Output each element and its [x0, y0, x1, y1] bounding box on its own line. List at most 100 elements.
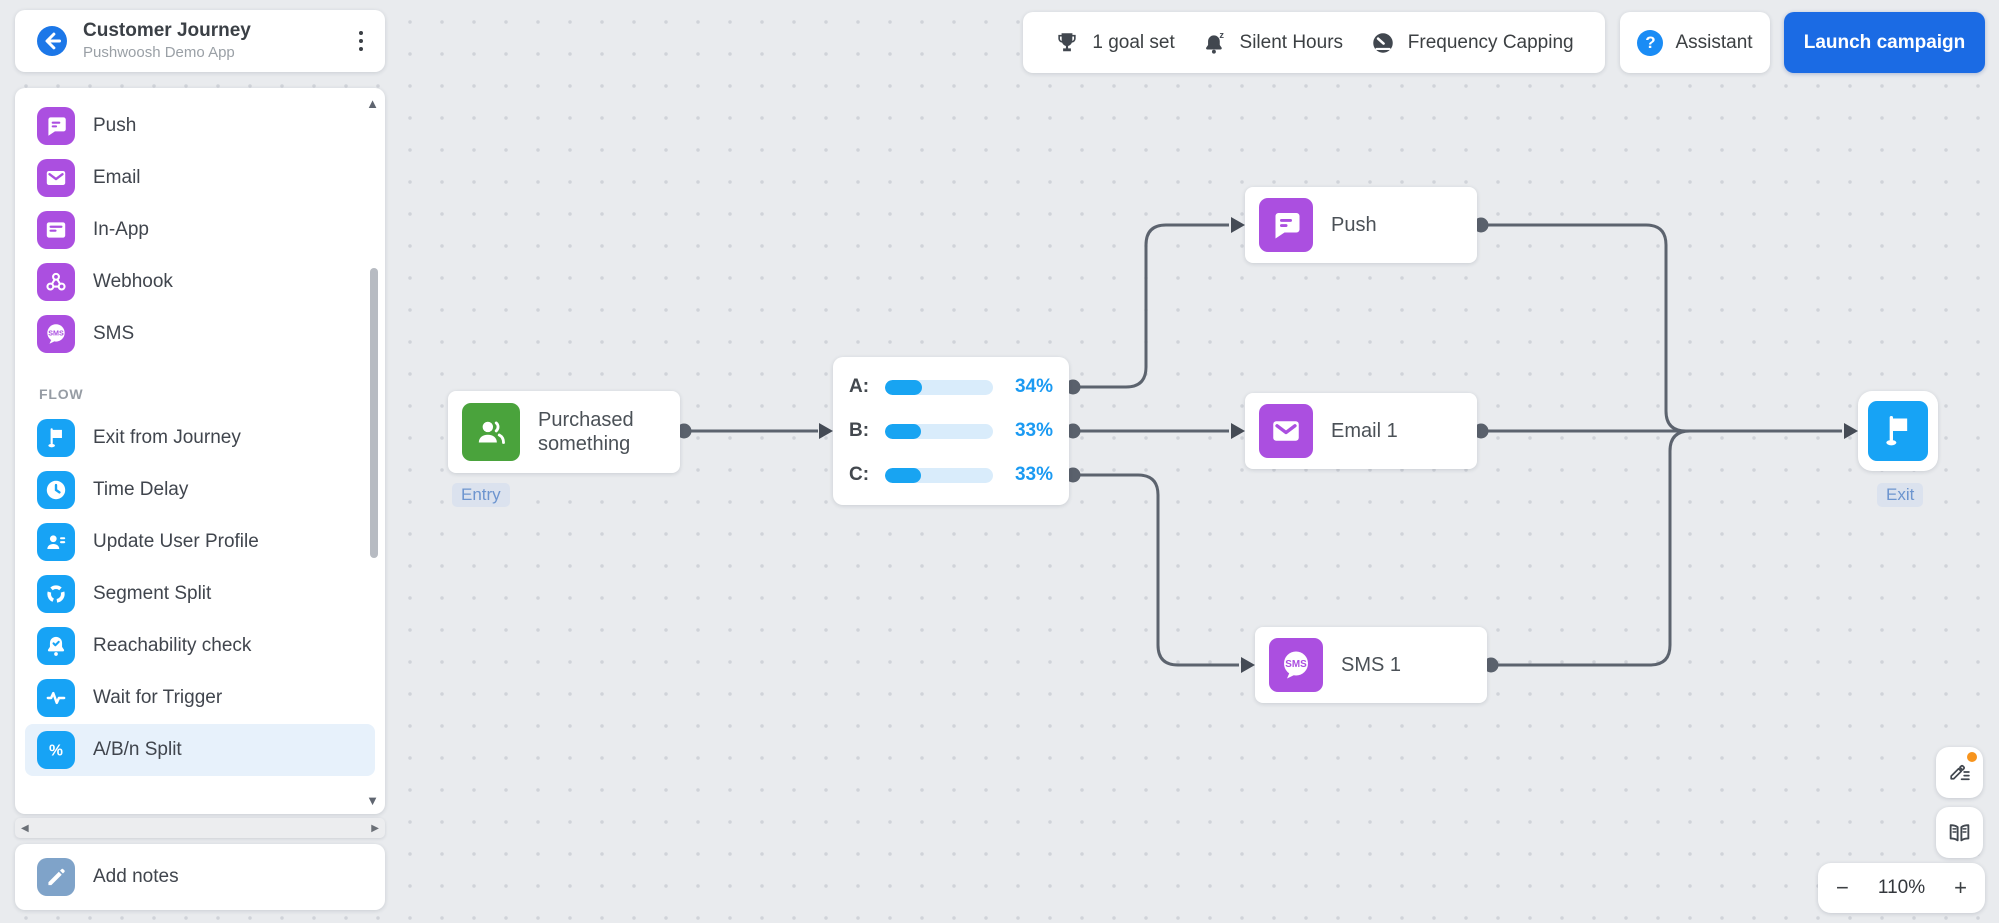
scroll-right-arrow[interactable]: ▶ [371, 822, 379, 834]
split-bar-track [885, 379, 993, 395]
zoom-controls: − 110% + [1818, 863, 1985, 913]
silent-hours-button[interactable]: z Silent Hours [1202, 30, 1343, 56]
sidebar-scroll-up-arrow[interactable]: ▲ [366, 96, 379, 111]
sidebar-label: Webhook [93, 271, 173, 292]
split-bar-track [885, 423, 993, 439]
sidebar-label: Exit from Journey [93, 427, 241, 448]
split-row-c: C: 33% [849, 461, 1053, 489]
split-letter: A: [849, 376, 870, 397]
sidebar-item-segment-split[interactable]: Segment Split [25, 568, 375, 620]
segment-split-icon [37, 575, 75, 613]
add-notes-button[interactable]: Add notes [15, 844, 385, 910]
sidebar-item-wait-for-trigger[interactable]: Wait for Trigger [25, 672, 375, 724]
sidebar-label: In-App [93, 219, 149, 240]
split-bar-fill [885, 379, 922, 395]
clock-icon [37, 471, 75, 509]
bell-sleep-icon: z [1205, 30, 1224, 54]
sidebar-item-email[interactable]: Email [25, 152, 375, 204]
push-node[interactable]: Push [1245, 187, 1477, 263]
split-bar-fill [885, 467, 921, 483]
sms-node-label: SMS 1 [1341, 654, 1402, 676]
sms-icon: SMS [37, 315, 75, 353]
sidebar-label: SMS [93, 323, 135, 344]
sidebar-label: Push [93, 115, 137, 136]
edge-split-c-to-sms [1073, 473, 1239, 667]
sidebar-item-inapp[interactable]: In-App [25, 204, 375, 256]
gauge-icon [1373, 32, 1393, 53]
sidebar-label: Email [93, 167, 141, 188]
sms-icon: SMS [1269, 638, 1323, 692]
split-row-a: A: 34% [849, 373, 1053, 401]
sidebar-item-abn-split[interactable]: % A/B/n Split [25, 724, 375, 776]
sidebar-item-reachability-check[interactable]: Reachability check [25, 620, 375, 672]
sidebar-label: Update User Profile [93, 531, 259, 552]
exit-badge: Exit [1877, 483, 1924, 507]
pencil-list-icon [1950, 764, 1970, 781]
webhook-icon [37, 263, 75, 301]
assistant-label: Assistant [1675, 31, 1753, 53]
exit-node[interactable] [1858, 391, 1938, 471]
edge-arrowheads [819, 217, 1858, 673]
push-chat-icon [1259, 198, 1313, 252]
svg-text:SMS: SMS [48, 330, 64, 338]
pencil-icon [37, 858, 75, 896]
email-icon [1259, 404, 1313, 458]
frequency-capping-button[interactable]: Frequency Capping [1370, 30, 1574, 56]
sidebar-item-time-delay[interactable]: Time Delay [25, 464, 375, 516]
flag-icon [1868, 401, 1928, 461]
zoom-out-button[interactable]: − [1836, 875, 1849, 900]
back-button[interactable] [37, 26, 67, 56]
sidebar-item-push[interactable]: Push [25, 100, 375, 152]
goal-set-button[interactable]: 1 goal set [1054, 30, 1175, 56]
scroll-left-arrow[interactable]: ◀ [21, 822, 29, 834]
split-percent: 33% [1014, 420, 1053, 441]
sidebar-scrollbar-thumb[interactable] [370, 268, 378, 558]
split-percent: 33% [1014, 464, 1053, 485]
push-node-label: Push [1331, 214, 1377, 236]
sidebar-item-exit-from-journey[interactable]: Exit from Journey [25, 412, 375, 464]
zoom-level: 110% [1877, 877, 1926, 898]
journey-app-name: Pushwoosh Demo App [83, 44, 235, 62]
add-notes-label: Add notes [93, 866, 179, 887]
sidebar-item-update-user-profile[interactable]: Update User Profile [25, 516, 375, 568]
split-percent: 34% [1014, 376, 1053, 397]
split-letter: C: [849, 464, 870, 485]
email-node[interactable]: Email 1 [1245, 393, 1477, 469]
flow-section-header: FLOW [39, 386, 84, 402]
entry-badge: Entry [452, 483, 510, 507]
split-bar-fill [885, 423, 921, 439]
abn-split-node[interactable]: A: 34% B: 33% C: 33% [833, 357, 1069, 505]
entry-node-label: Purchased something [538, 409, 634, 455]
user-profile-icon [37, 523, 75, 561]
docs-button[interactable] [1936, 807, 1983, 858]
percent-icon: % [37, 731, 75, 769]
entry-node-purchased-something[interactable]: Purchased something [448, 391, 680, 473]
split-bar-track [885, 467, 993, 483]
push-chat-icon [37, 107, 75, 145]
pulse-icon [37, 679, 75, 717]
email-icon [37, 159, 75, 197]
journey-title: Customer Journey [83, 20, 251, 42]
goal-set-label: 1 goal set [1092, 31, 1175, 53]
elements-sidebar: Push Email In-App Webhook SMS SMS FLOW E… [15, 88, 385, 814]
assistant-button[interactable]: ? Assistant [1620, 12, 1770, 73]
split-row-b: B: 33% [849, 417, 1053, 445]
arrow-left-icon [45, 32, 61, 50]
journey-menu-button[interactable] [355, 27, 367, 55]
sidebar-scroll-down-arrow[interactable]: ▼ [366, 793, 379, 808]
sidebar-item-webhook[interactable]: Webhook [25, 256, 375, 308]
sidebar-horizontal-scrollbar[interactable]: ◀ ▶ [15, 818, 385, 838]
audience-icon [462, 403, 520, 461]
trophy-icon [1058, 32, 1077, 51]
sidebar-label: Time Delay [93, 479, 189, 500]
sidebar-item-sms[interactable]: SMS SMS [25, 308, 375, 360]
svg-text:SMS: SMS [1285, 659, 1307, 670]
sms-node[interactable]: SMS SMS 1 [1255, 627, 1487, 703]
journey-header: Customer Journey Pushwoosh Demo App [15, 10, 385, 72]
node-output-ports[interactable] [676, 217, 1499, 673]
sidebar-label: A/B/n Split [93, 739, 182, 760]
notes-panel-button[interactable] [1936, 747, 1983, 798]
launch-campaign-button[interactable]: Launch campaign [1784, 12, 1985, 73]
zoom-in-button[interactable]: + [1954, 875, 1967, 900]
